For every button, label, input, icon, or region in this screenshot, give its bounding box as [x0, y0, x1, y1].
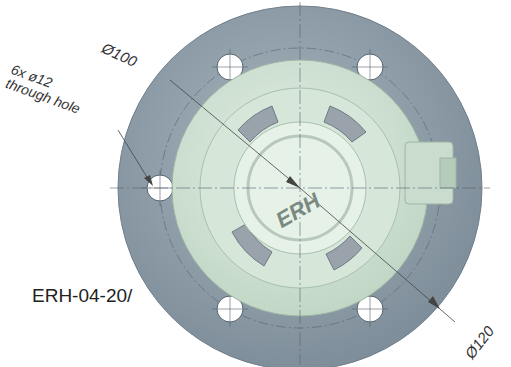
part-number: ERH-04-20/ — [32, 286, 132, 307]
hole-callout: 6x ø12 through hole — [3, 62, 100, 122]
dimension-label: Ø120 — [462, 323, 498, 362]
dimension-label: Ø100 — [99, 40, 139, 70]
